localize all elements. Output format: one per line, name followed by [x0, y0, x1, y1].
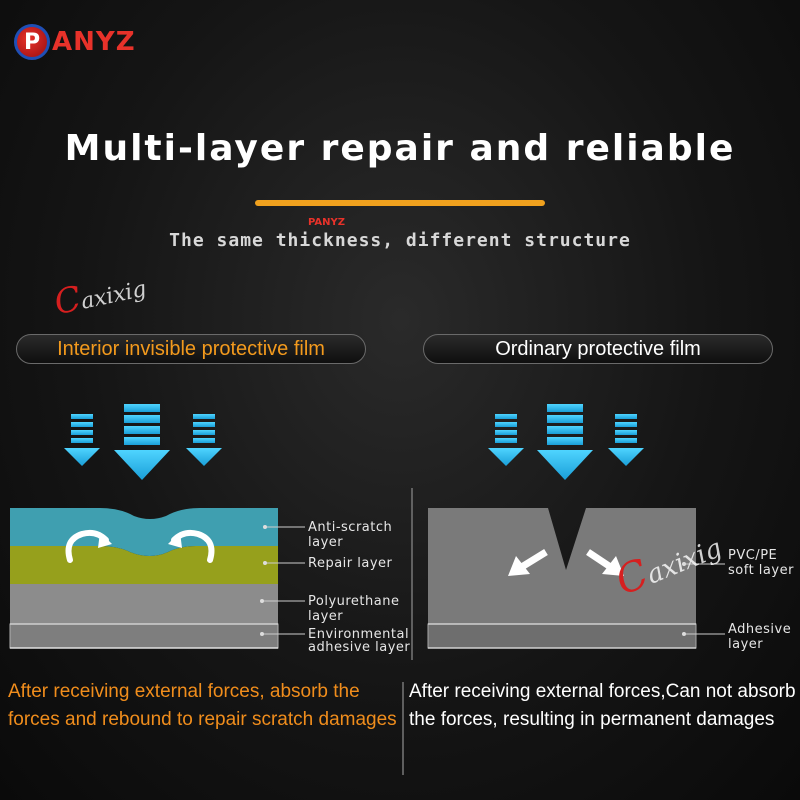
logo-mark-icon: P	[14, 24, 50, 60]
left-layer-stack	[9, 508, 305, 649]
brand-logo: P ANYZ	[14, 24, 136, 60]
layer-label-polyurethane: Polyurethane layer	[308, 594, 400, 624]
logo-text: ANYZ	[52, 27, 136, 57]
force-arrow-icon	[64, 414, 100, 466]
force-arrow-icon	[114, 404, 170, 480]
layer-label-pvc-pe: PVC/PE soft layer	[728, 548, 794, 578]
divider-bar	[255, 200, 545, 206]
left-caption: After receiving external forces, absorb …	[8, 681, 397, 730]
layer-label-anti-scratch: Anti-scratch layer	[308, 520, 393, 550]
force-arrow-icon	[537, 404, 593, 480]
layer-label-adhesive: Adhesive layer	[728, 622, 792, 652]
force-arrow-icon	[608, 414, 644, 466]
left-panel-title: Interior invisible protective film	[16, 334, 366, 364]
subheadline: The same thickness, different structure	[169, 230, 631, 251]
force-arrow-icon	[186, 414, 222, 466]
layer-label-environmental-adhesive: Environmental adhesive layer	[308, 627, 411, 655]
headline: Multi-layer repair and reliable	[64, 128, 736, 169]
right-panel-title: Ordinary protective film	[423, 334, 773, 364]
right-caption: After receiving external forces,Can not …	[409, 681, 796, 730]
mini-logo: PANYZ	[308, 217, 346, 228]
force-arrow-icon	[488, 414, 524, 466]
layer-label-repair: Repair layer	[308, 556, 393, 571]
right-layer-stack	[427, 508, 725, 649]
